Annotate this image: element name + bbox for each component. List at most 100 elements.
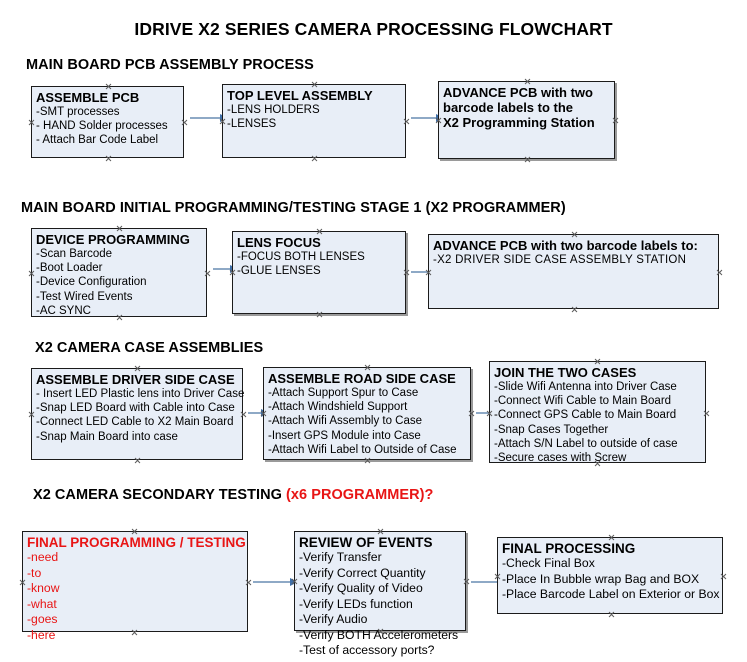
connector-handle-top[interactable] — [116, 225, 123, 232]
box-advance-pcb-station[interactable]: ADVANCE PCB with two barcode labels to t… — [438, 81, 615, 159]
section-heading-4-accent: (x6 PROGRAMMER)? — [286, 487, 434, 503]
box-join-the-two-cases-line-5: -Attach S/N Label to outside of case — [494, 437, 678, 450]
box-assemble-driver-side-case-line-1: - Insert LED Plastic lens into Driver Ca… — [36, 388, 245, 400]
connector-handle-top[interactable] — [377, 528, 384, 535]
connector-handle-right[interactable] — [468, 410, 475, 417]
box-review-of-events-line-7: -Test of accessory ports? — [299, 643, 435, 657]
box-assemble-road-side-case-line-5: -Attach Wifi Label to Outside of Case — [268, 443, 457, 456]
section-heading-4-text: X2 CAMERA SECONDARY TESTING — [33, 487, 287, 503]
box-device-programming-line-5: -AC SYNC — [36, 304, 91, 317]
box-assemble-road-side-case-line-2: -Attach Windshield Support — [268, 401, 408, 414]
box-join-the-two-cases-line-1: -Slide Wifi Antenna into Driver Case — [494, 381, 677, 393]
box-final-programming-testing-line-2: -to — [27, 565, 42, 580]
box-final-processing[interactable]: FINAL PROCESSING -Check Final Box -Place… — [497, 537, 723, 614]
connector-handle-bottom[interactable] — [105, 155, 112, 162]
box-final-programming-testing-line-1: -need — [27, 550, 59, 564]
connector-handle-bottom[interactable] — [316, 311, 323, 318]
box-device-programming-line-4: -Test Wired Events — [36, 290, 133, 303]
box-final-processing-line-1: -Check Final Box — [502, 556, 595, 570]
box-device-programming-line-3: -Device Configuration — [36, 276, 147, 289]
box-review-of-events-line-3: -Verify Quality of Video — [299, 581, 423, 595]
box-assemble-road-side-case-line-3: -Attach Wifi Assembly to Case — [268, 415, 423, 428]
connector-handle-top[interactable] — [311, 81, 318, 88]
box-assemble-pcb[interactable]: ASSEMBLE PCB -SMT processes - HAND Solde… — [31, 86, 184, 158]
box-device-programming[interactable]: DEVICE PROGRAMMING -Scan Barcode -Boot L… — [31, 228, 207, 317]
box-lens-focus-title: LENS FOCUS — [237, 235, 321, 250]
connector-handle-right[interactable] — [463, 578, 470, 585]
box-final-programming-testing-line-3: -know — [27, 581, 60, 595]
connector-handle-right[interactable] — [403, 118, 410, 125]
box-lens-focus[interactable]: LENS FOCUS -FOCUS BOTH LENSES -GLUE LENS… — [232, 231, 406, 314]
connector-handle-bottom[interactable] — [524, 156, 531, 163]
connector-handle-right[interactable] — [403, 269, 410, 276]
section-heading-3: X2 CAMERA CASE ASSEMBLIES — [35, 340, 263, 356]
box-advance-pcb-station-title: ADVANCE PCB with two — [443, 85, 593, 100]
connector-handle-bottom[interactable] — [134, 457, 141, 464]
arrow-pcb-to-top-level — [190, 113, 228, 122]
section-heading-3-text: X2 CAMERA CASE ASSEMBLIES — [35, 340, 264, 356]
connector-handle-left[interactable] — [19, 579, 26, 586]
box-review-of-events[interactable]: REVIEW OF EVENTS -Verify Transfer -Verif… — [294, 528, 466, 657]
box-final-programming-testing-line-6: -here — [27, 627, 56, 642]
box-advance-pcb-driver-side-line-1: -X2 DRIVER SIDE CASE ASSEMBLY STATION — [433, 254, 687, 266]
box-final-programming-testing-line-5: -goes — [27, 612, 58, 626]
connector-handle-top[interactable] — [524, 78, 531, 85]
box-final-processing-line-3: -Place Barcode Label on Exterior or Box — [502, 587, 720, 601]
connector-handle-left[interactable] — [28, 411, 35, 418]
page-title: IDRIVE X2 SERIES CAMERA PROCESSING FLOWC… — [134, 19, 613, 39]
connector-handle-top[interactable] — [364, 364, 371, 371]
connector-handle-top[interactable] — [594, 358, 601, 365]
box-lens-focus-line-1: -FOCUS BOTH LENSES — [237, 251, 365, 263]
box-review-of-events-line-5: -Verify Audio — [299, 612, 368, 626]
section-heading-2: MAIN BOARD INITIAL PROGRAMMING/TESTING S… — [21, 200, 566, 216]
box-advance-pcb-driver-side-title: ADVANCE PCB with two barcode labels to: — [433, 238, 698, 253]
connector-handle-right[interactable] — [181, 119, 188, 126]
box-join-the-two-cases-line-6: -Secure cases with Screw — [494, 452, 627, 465]
connector-handle-top[interactable] — [316, 228, 323, 235]
connector-handle-top[interactable] — [134, 365, 141, 372]
connector-handle-top[interactable] — [571, 231, 578, 238]
box-review-of-events-line-2: -Verify Correct Quantity — [299, 565, 426, 580]
connector-handle-left[interactable] — [28, 119, 35, 126]
connector-handle-top[interactable] — [131, 528, 138, 535]
connector-handle-right[interactable] — [245, 579, 252, 586]
connector-handle-bottom[interactable] — [608, 611, 615, 618]
box-assemble-road-side-case-line-1: -Attach Support Spur to Case — [268, 387, 419, 399]
box-assemble-driver-side-case-line-4: -Snap Main Board into case — [36, 430, 178, 443]
arrow-lens-focus-to-advance — [411, 267, 436, 276]
box-final-programming-testing[interactable]: FINAL PROGRAMMING / TESTING -need -to -k… — [19, 528, 248, 642]
connector-handle-bottom[interactable] — [571, 306, 578, 313]
box-advance-pcb-driver-side[interactable]: ADVANCE PCB with two barcode labels to: … — [428, 234, 719, 309]
connector-handle-right[interactable] — [240, 411, 247, 418]
connector-handle-bottom[interactable] — [364, 457, 371, 464]
box-assemble-driver-side-case-title: ASSEMBLE DRIVER SIDE CASE — [36, 372, 235, 387]
box-join-the-two-cases[interactable]: JOIN THE TWO CASES -Slide Wifi Antenna i… — [489, 358, 706, 465]
connector-handle-left[interactable] — [494, 573, 501, 580]
connector-handle-right[interactable] — [720, 573, 727, 580]
box-join-the-two-cases-title: JOIN THE TWO CASES — [494, 365, 637, 380]
section-heading-2-text: MAIN BOARD INITIAL PROGRAMMING/TESTING S… — [21, 200, 566, 216]
arrow-final-programming-to-review — [253, 577, 298, 586]
connector-handle-bottom[interactable] — [311, 155, 318, 162]
box-advance-pcb-station-line-2: X2 Programming Station — [443, 115, 595, 130]
connector-handle-right[interactable] — [612, 117, 619, 124]
connector-handle-top[interactable] — [105, 83, 112, 90]
arrow-driver-case-to-road-case — [248, 408, 269, 417]
arrow-road-case-to-join-cases — [476, 408, 497, 417]
box-final-processing-line-2: -Place In Bubble wrap Bag and BOX — [502, 571, 700, 586]
connector-handle-right[interactable] — [716, 269, 723, 276]
connector-handle-top[interactable] — [608, 534, 615, 541]
box-assemble-pcb-line-2: - HAND Solder processes — [36, 120, 168, 133]
arrow-review-to-final-processing — [471, 577, 507, 586]
arrow-top-level-to-advance — [411, 113, 444, 122]
box-assemble-road-side-case[interactable]: ASSEMBLE ROAD SIDE CASE -Attach Support … — [263, 367, 471, 460]
box-review-of-events-line-1: -Verify Transfer — [299, 550, 382, 564]
box-assemble-road-side-case-title: ASSEMBLE ROAD SIDE CASE — [268, 371, 456, 386]
box-top-level-assembly[interactable]: TOP LEVEL ASSEMBLY -LENS HOLDERS -LENSES — [222, 84, 406, 158]
connector-handle-right[interactable] — [204, 270, 211, 277]
section-heading-1-text: MAIN BOARD PCB ASSEMBLY PROCESS — [26, 57, 314, 73]
connector-handle-right[interactable] — [703, 410, 710, 417]
connector-handle-left[interactable] — [28, 270, 35, 277]
box-assemble-driver-side-case[interactable]: ASSEMBLE DRIVER SIDE CASE - Insert LED P… — [28, 365, 245, 460]
